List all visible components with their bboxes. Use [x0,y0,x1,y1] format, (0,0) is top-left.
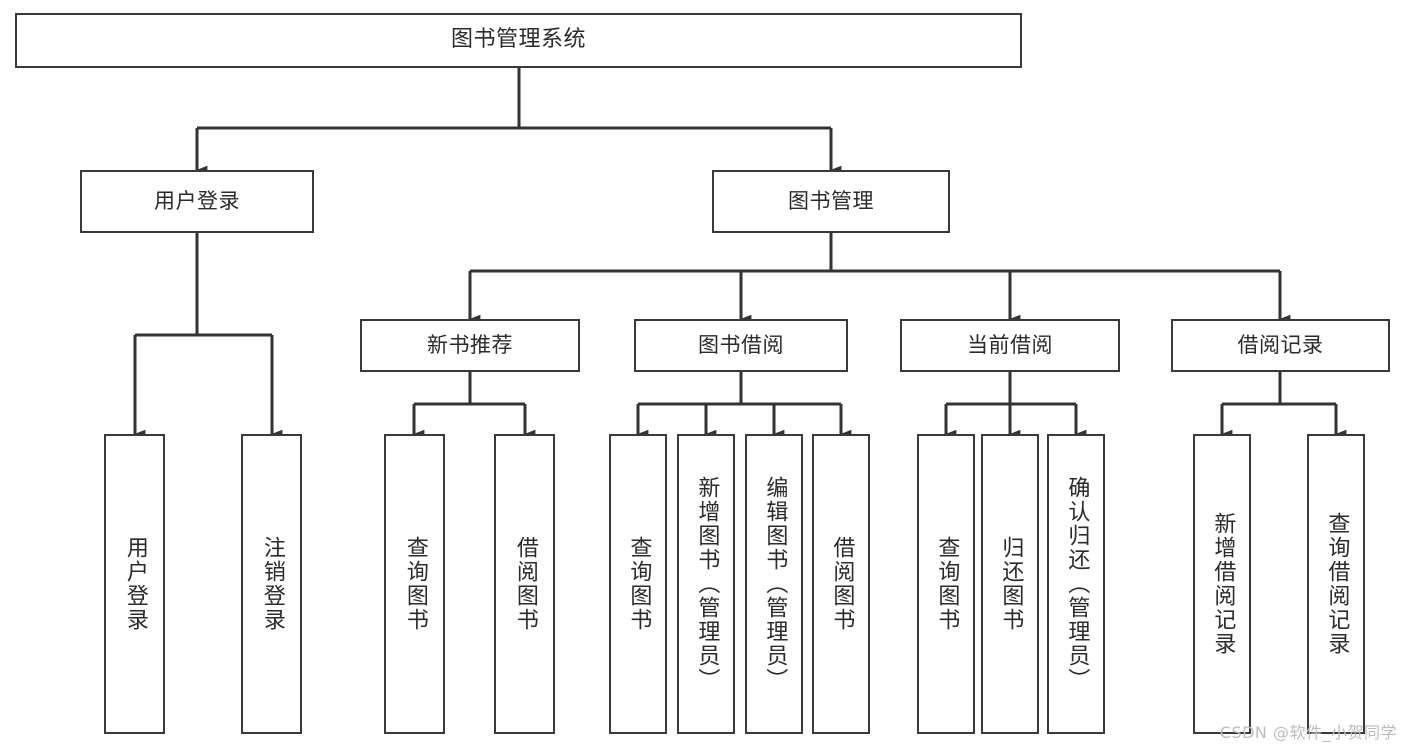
node-leaf-borrow-edit-book[interactable]: 编辑图书（管理员） [745,434,803,734]
node-leaf-borrow-query-book-label: 查询图书 [626,536,652,632]
node-user-login-label: 用户登录 [154,188,240,213]
node-book-manage[interactable]: 图书管理 [712,170,950,233]
node-leaf-logout-label: 注销登录 [259,536,285,632]
node-current-borrow-label: 当前借阅 [967,332,1053,357]
node-book-manage-label: 图书管理 [788,188,874,213]
node-leaf-current-confirm-return-label: 确认归还（管理员） [1064,476,1090,692]
node-leaf-current-query-book-label: 查询图书 [934,536,960,632]
node-leaf-borrow-add-book[interactable]: 新增图书（管理员） [677,434,735,734]
node-leaf-recommend-borrow-book-label: 借阅图书 [512,536,538,632]
node-new-book-recommend[interactable]: 新书推荐 [360,319,580,372]
node-leaf-recommend-borrow-book[interactable]: 借阅图书 [494,434,555,734]
node-book-borrow[interactable]: 图书借阅 [634,319,848,372]
node-leaf-current-return-book-label: 归还图书 [998,536,1024,632]
node-leaf-borrow-borrow-book-label: 借阅图书 [829,536,855,632]
node-user-login[interactable]: 用户登录 [80,170,314,233]
node-leaf-user-login-label: 用户登录 [122,536,148,632]
node-leaf-record-add-label: 新增借阅记录 [1210,512,1236,656]
node-leaf-recommend-query-book-label: 查询图书 [402,536,428,632]
node-leaf-borrow-query-book[interactable]: 查询图书 [609,434,667,734]
node-leaf-user-login[interactable]: 用户登录 [104,434,165,734]
node-leaf-record-query-label: 查询借阅记录 [1324,512,1350,656]
node-leaf-recommend-query-book[interactable]: 查询图书 [384,434,445,734]
node-borrow-record[interactable]: 借阅记录 [1171,319,1390,372]
node-leaf-current-query-book[interactable]: 查询图书 [917,434,975,734]
node-book-borrow-label: 图书借阅 [698,332,784,357]
node-leaf-borrow-add-book-label: 新增图书（管理员） [694,476,720,692]
node-leaf-record-add[interactable]: 新增借阅记录 [1193,434,1251,734]
node-borrow-record-label: 借阅记录 [1237,332,1324,357]
node-leaf-borrow-edit-book-label: 编辑图书（管理员） [762,476,788,692]
watermark: CSDN @软件_小贺同学 [1219,723,1397,742]
node-root-label: 图书管理系统 [450,27,586,53]
node-leaf-current-confirm-return[interactable]: 确认归还（管理员） [1047,434,1105,734]
node-leaf-record-query[interactable]: 查询借阅记录 [1307,434,1365,734]
node-root[interactable]: 图书管理系统 [15,13,1022,68]
node-current-borrow[interactable]: 当前借阅 [900,319,1120,372]
node-new-book-recommend-label: 新书推荐 [427,332,513,357]
node-leaf-current-return-book[interactable]: 归还图书 [981,434,1039,734]
node-leaf-borrow-borrow-book[interactable]: 借阅图书 [812,434,870,734]
node-leaf-logout[interactable]: 注销登录 [241,434,302,734]
